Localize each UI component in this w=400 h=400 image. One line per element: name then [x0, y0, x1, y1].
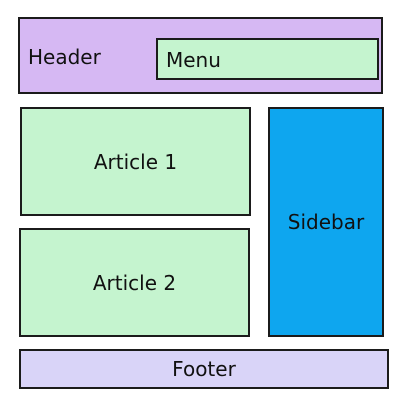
- article-2-box: Article 2: [19, 228, 250, 337]
- footer-box: Footer: [19, 349, 389, 389]
- article-1-label: Article 1: [93, 149, 178, 174]
- header-box: Header Menu: [18, 17, 383, 94]
- article-2-label: Article 2: [92, 270, 177, 295]
- footer-label: Footer: [172, 357, 236, 381]
- menu-box: Menu: [156, 38, 379, 80]
- article-1-box: Article 1: [20, 107, 251, 216]
- menu-label: Menu: [166, 48, 221, 72]
- sidebar-box: Sidebar: [268, 107, 384, 337]
- sidebar-label: Sidebar: [287, 210, 365, 234]
- header-label: Header: [28, 45, 101, 69]
